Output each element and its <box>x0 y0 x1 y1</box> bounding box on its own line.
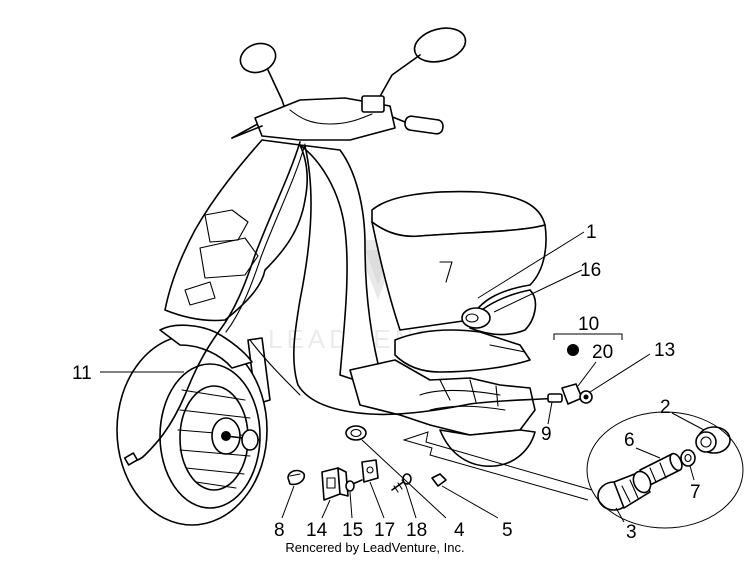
callout-14: 14 <box>306 520 328 541</box>
callout-7: 7 <box>690 482 701 503</box>
footer-credit: Rencered by LeadVenture, Inc. <box>285 540 465 555</box>
callout-5: 5 <box>502 520 513 541</box>
part-14-bracket <box>321 467 349 501</box>
part-18-screw <box>391 473 412 493</box>
callout-13: 13 <box>654 340 675 361</box>
front-fender <box>159 324 253 369</box>
rear-wheel <box>439 429 536 467</box>
part-10-dot <box>567 344 579 356</box>
rear-body <box>394 289 537 373</box>
part-15-screw <box>345 479 363 492</box>
seat <box>371 190 547 331</box>
callout-3: 3 <box>626 522 637 543</box>
leader-lines <box>100 231 705 523</box>
callout-10: 10 <box>578 314 599 335</box>
callout-17: 17 <box>374 520 395 541</box>
part-6-sleeve <box>639 452 683 487</box>
callout-labels: 1 2 3 4 5 6 7 8 9 10 11 13 14 15 16 17 1… <box>72 222 701 543</box>
detail-circle <box>586 411 744 529</box>
detail-arrow <box>402 431 593 501</box>
grommet-part-4 <box>345 425 367 441</box>
connector-parts <box>547 383 593 405</box>
callout-20: 20 <box>592 342 613 363</box>
right-mirror <box>377 27 467 101</box>
callout-6: 6 <box>624 430 635 451</box>
callout-4: 4 <box>454 520 465 541</box>
callout-18: 18 <box>406 520 427 541</box>
part-2-cap <box>695 426 731 454</box>
callout-16: 16 <box>580 260 601 281</box>
callout-9: 9 <box>541 424 552 445</box>
engine-area <box>349 359 536 436</box>
callout-11: 11 <box>72 363 92 384</box>
callout-8: 8 <box>274 520 285 541</box>
front-wheel <box>116 334 268 526</box>
callout-2: 2 <box>660 397 671 418</box>
loose-parts <box>287 459 447 501</box>
part-3-knob <box>597 470 652 511</box>
part-17-plate <box>361 459 379 483</box>
callout-1: 1 <box>586 222 597 243</box>
cable-harness <box>123 141 306 466</box>
cable-rear <box>249 145 561 416</box>
callout-15: 15 <box>342 520 363 541</box>
left-mirror <box>239 42 289 119</box>
part-5-nut <box>431 473 447 487</box>
part-7-washer <box>680 449 696 467</box>
scooter-drawing <box>116 27 593 526</box>
detail-group <box>586 411 744 529</box>
handlebar <box>231 95 444 141</box>
part-8-clip <box>287 469 306 486</box>
